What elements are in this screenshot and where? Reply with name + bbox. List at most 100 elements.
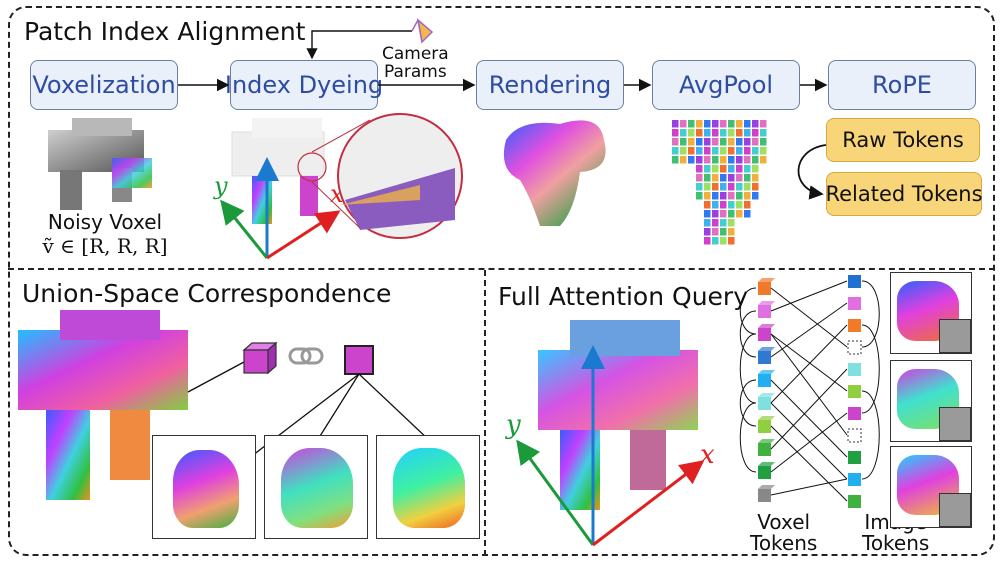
pooled-pixel bbox=[712, 201, 719, 209]
pooled-pixel bbox=[712, 129, 719, 137]
pooled-pixel bbox=[704, 183, 711, 191]
pooled-pixel bbox=[704, 174, 711, 182]
pooled-pixel bbox=[704, 120, 711, 128]
voxel-arc bbox=[739, 287, 757, 335]
pooled-pixel bbox=[744, 174, 751, 182]
pooled-pixel bbox=[752, 120, 759, 128]
pooled-pixel bbox=[728, 228, 735, 236]
index-dyeing-robot bbox=[231, 118, 325, 224]
pooled-pixel bbox=[728, 147, 735, 155]
token-link bbox=[770, 280, 848, 312]
token-link bbox=[770, 302, 848, 358]
pooled-pixel bbox=[696, 174, 703, 182]
pooled-pixel bbox=[752, 174, 759, 182]
image-token bbox=[848, 451, 861, 464]
noisy-voxel-label: Noisy Voxel ṽ ∈ [R, R, R] bbox=[42, 210, 168, 258]
voxel-arc bbox=[739, 402, 757, 473]
voxel-token bbox=[758, 374, 771, 387]
image-patch-square bbox=[344, 345, 374, 375]
attention-image-1 bbox=[890, 272, 972, 354]
image-token bbox=[848, 495, 861, 508]
pooled-pixel bbox=[720, 183, 727, 191]
token-link bbox=[770, 287, 848, 348]
image-token bbox=[848, 473, 861, 486]
pooled-pixel bbox=[728, 183, 735, 191]
pooled-pixel bbox=[680, 147, 687, 155]
pooled-pixel bbox=[744, 138, 751, 146]
pooled-pixel bbox=[760, 120, 767, 128]
pooled-pixel bbox=[720, 156, 727, 164]
section-title-patch-index-alignment: Patch Index Alignment bbox=[24, 17, 306, 46]
voxel-arc bbox=[739, 379, 757, 427]
pooled-pixel bbox=[720, 138, 727, 146]
pooled-pixel bbox=[736, 129, 743, 137]
pooled-pixel bbox=[696, 183, 703, 191]
rendering-output bbox=[503, 120, 606, 226]
image-token bbox=[848, 275, 861, 288]
pooled-pixel bbox=[720, 129, 727, 137]
attention-image-2 bbox=[890, 360, 972, 442]
avgpool-box: AvgPool bbox=[652, 60, 800, 110]
pooled-pixel bbox=[744, 201, 751, 209]
pooled-pixel bbox=[672, 156, 679, 164]
pooled-pixel bbox=[720, 120, 727, 128]
axis-label-y-bottom: y bbox=[506, 410, 521, 440]
voxel-token bbox=[758, 328, 771, 341]
voxel-arc bbox=[739, 310, 757, 358]
pooled-pixel bbox=[712, 120, 719, 128]
pooled-pixel bbox=[720, 192, 727, 200]
token-link bbox=[770, 333, 848, 392]
correspondence-inset-1 bbox=[152, 435, 256, 539]
token-link bbox=[770, 368, 848, 450]
pooled-pixel bbox=[728, 210, 735, 218]
pooled-pixel bbox=[672, 147, 679, 155]
pooled-pixel bbox=[736, 174, 743, 182]
pooled-pixel bbox=[696, 192, 703, 200]
pooled-pixel bbox=[720, 219, 727, 227]
voxel-token-top bbox=[758, 301, 775, 305]
pooled-pixel bbox=[744, 129, 751, 137]
pooled-pixel bbox=[760, 138, 767, 146]
raw-tokens-box: Raw Tokens bbox=[826, 118, 980, 162]
pooled-pixel bbox=[720, 147, 727, 155]
robot-thumbnail bbox=[939, 407, 971, 441]
voxel-token bbox=[758, 397, 771, 410]
token-link bbox=[770, 324, 848, 404]
pooled-pixel bbox=[752, 129, 759, 137]
pooled-pixel bbox=[736, 138, 743, 146]
pooled-pixel bbox=[712, 174, 719, 182]
pooled-pixel bbox=[688, 156, 695, 164]
pooled-pixel bbox=[696, 129, 703, 137]
pooled-pixel bbox=[744, 156, 751, 164]
pooled-pixel bbox=[712, 219, 719, 227]
token-link bbox=[770, 379, 848, 458]
image-arc bbox=[861, 324, 880, 414]
voxel-token bbox=[758, 282, 771, 295]
pooled-pixel bbox=[752, 138, 759, 146]
pooled-pixel bbox=[752, 156, 759, 164]
pooled-pixel bbox=[728, 129, 735, 137]
pooled-pixel bbox=[736, 147, 743, 155]
camera-icon bbox=[411, 18, 434, 44]
rope-box: RoPE bbox=[828, 60, 976, 110]
voxel-tokens-label: Voxel Tokens bbox=[750, 510, 818, 555]
image-token bbox=[847, 428, 862, 443]
pooled-pixel bbox=[720, 210, 727, 218]
pooled-pixel bbox=[696, 165, 703, 173]
pooled-pixel bbox=[720, 174, 727, 182]
pooled-pixel bbox=[728, 156, 735, 164]
voxel-token-top bbox=[758, 370, 775, 374]
pooled-pixel bbox=[704, 147, 711, 155]
pooled-pixel bbox=[752, 165, 759, 173]
pooled-pixel bbox=[680, 129, 687, 137]
related-tokens-box: Related Tokens bbox=[825, 172, 983, 216]
voxel-token-top bbox=[758, 324, 775, 328]
pooled-pixel bbox=[736, 120, 743, 128]
pooled-pixel bbox=[712, 147, 719, 155]
pooled-pixel bbox=[744, 147, 751, 155]
image-token bbox=[848, 319, 861, 332]
pooled-pixel bbox=[752, 192, 759, 200]
section-title-union-space: Union-Space Correspondence bbox=[22, 279, 392, 308]
pooled-pixel bbox=[736, 165, 743, 173]
